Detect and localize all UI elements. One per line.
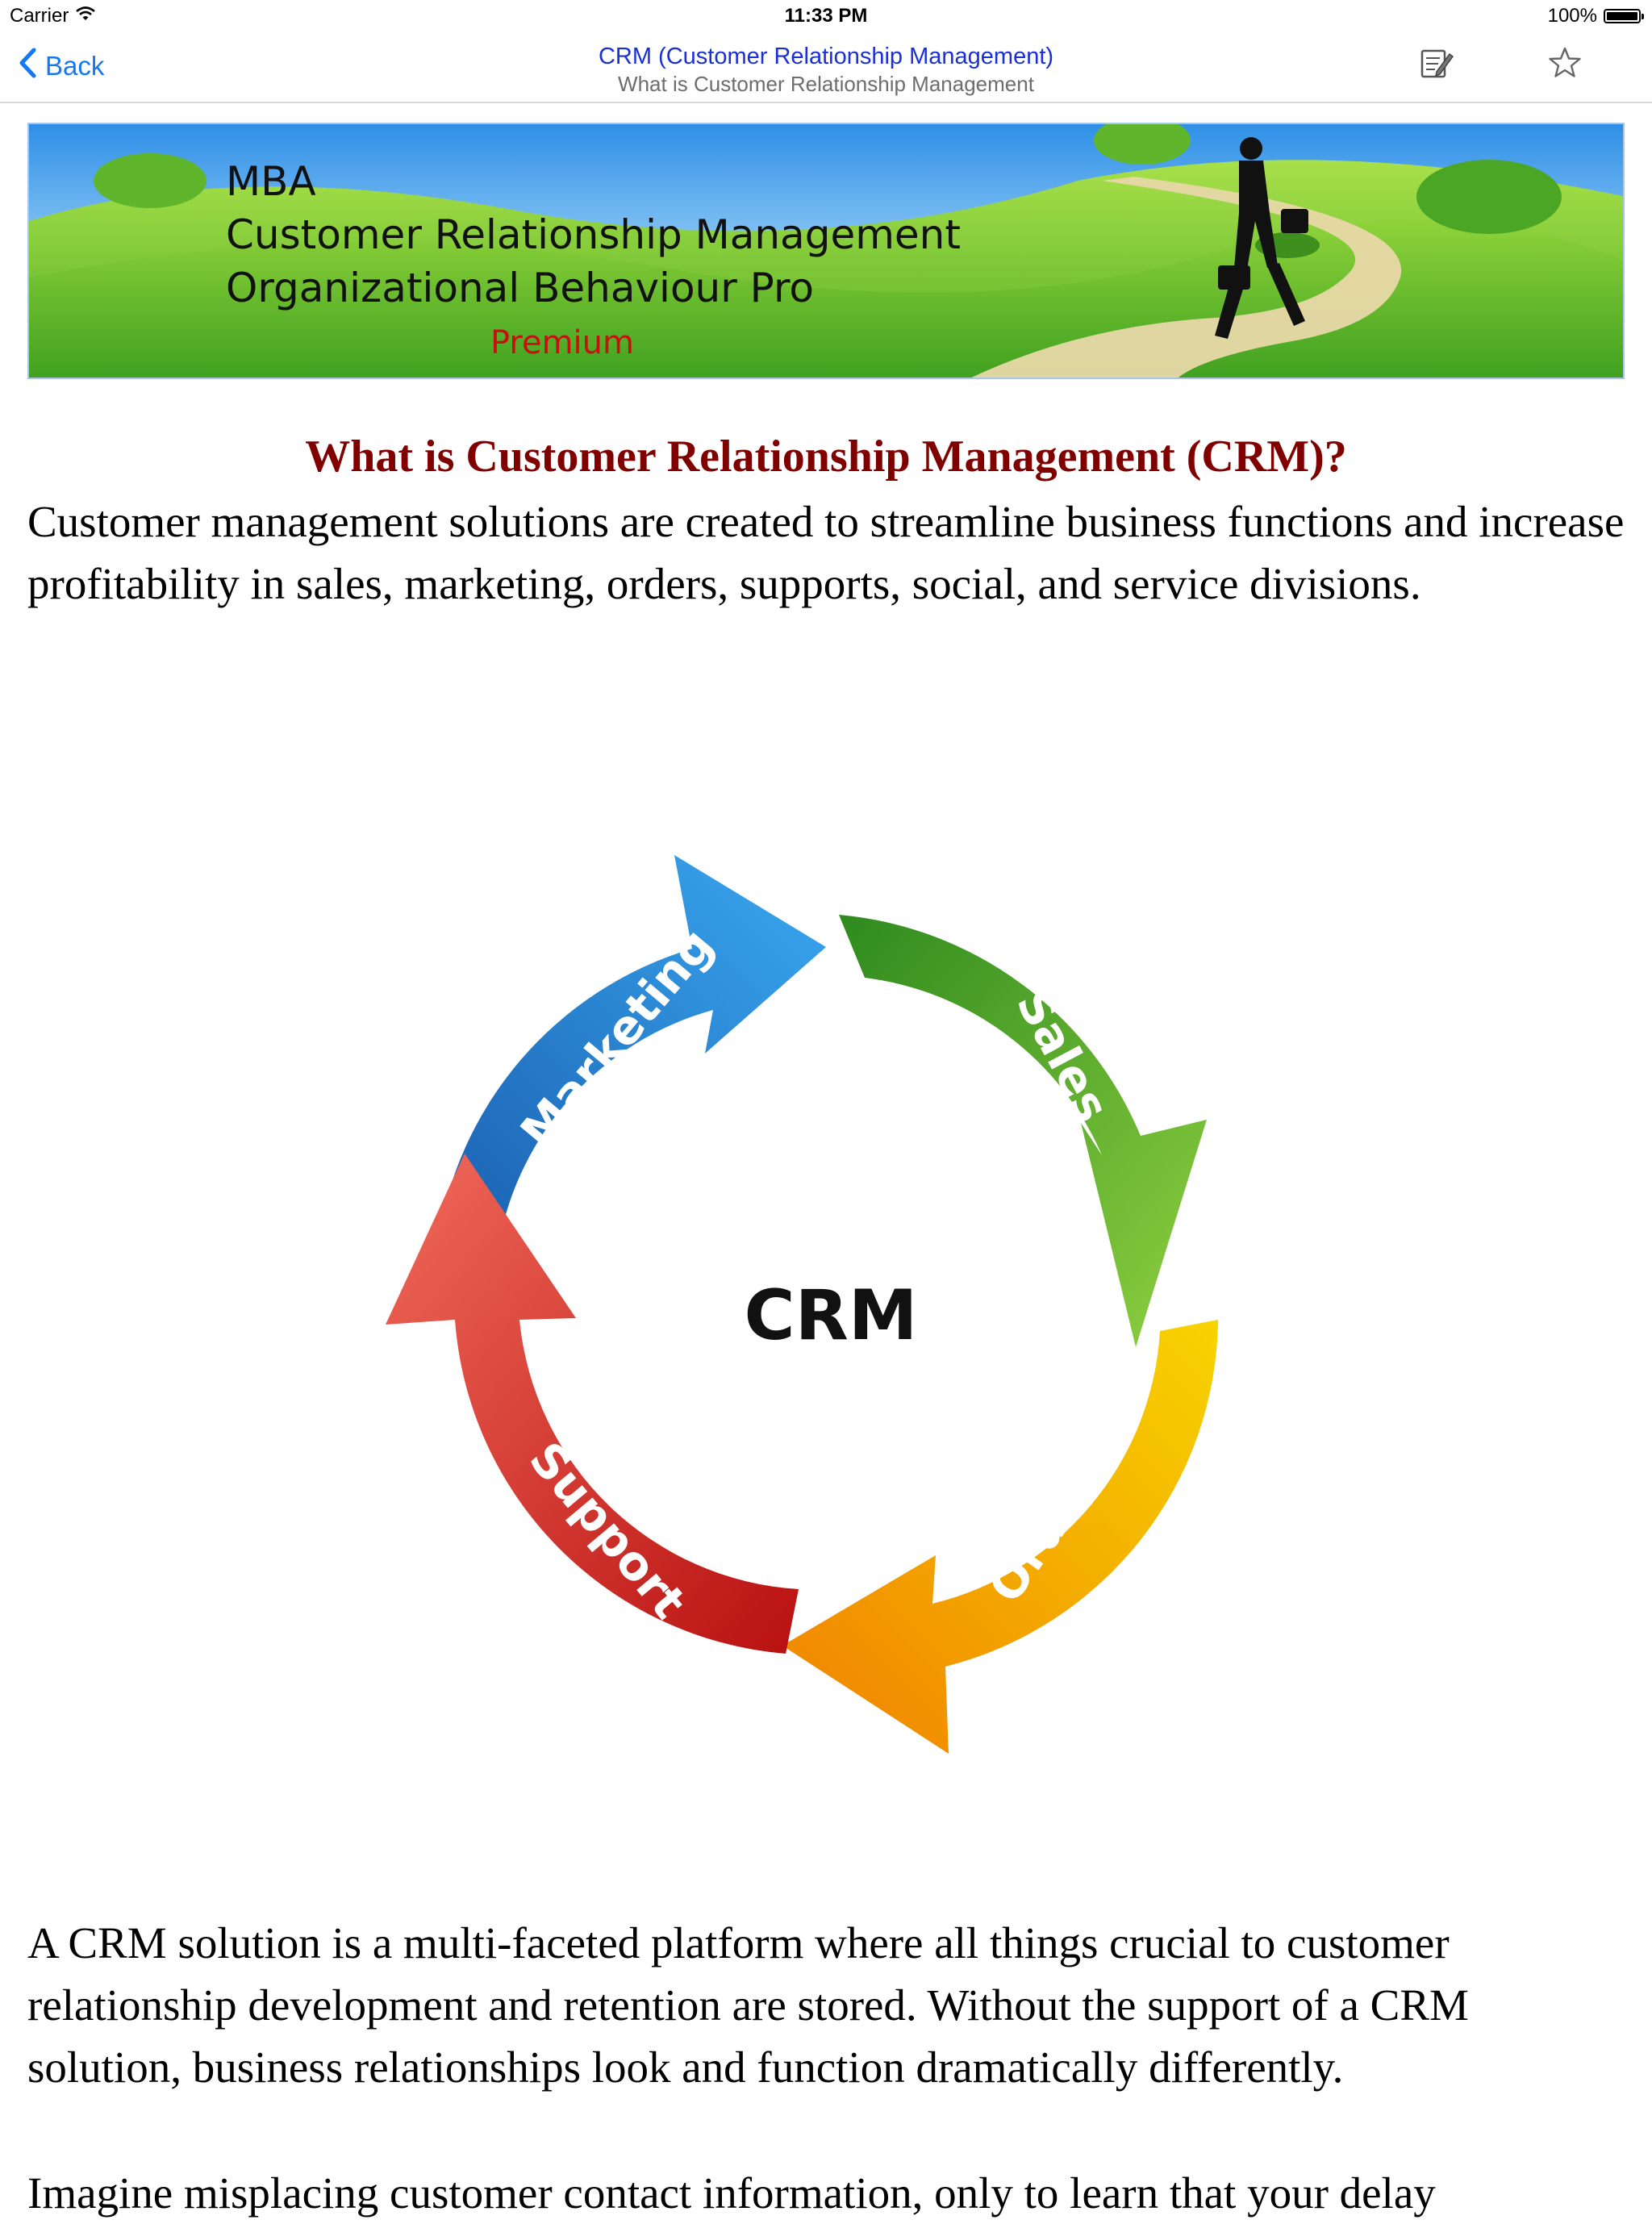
status-right: 100% [1547,5,1644,27]
article-paragraph: Customer management solutions are create… [27,497,1625,608]
note-edit-icon [1417,44,1454,86]
app-banner: MBA Customer Relationship Management Org… [27,123,1625,379]
status-time: 11:33 PM [784,5,868,27]
article-heading: What is Customer Relationship Management… [305,432,1347,482]
support-arrow [386,1154,799,1654]
marketing-arrow [437,855,826,1246]
segment-arrows [386,855,1218,1754]
battery-icon [1604,9,1644,23]
page-subtitle: What is Customer Relationship Management [618,72,1034,96]
orders-arrow [782,1320,1218,1754]
back-button[interactable]: Back [18,47,104,86]
chevron-left-icon [18,47,37,86]
page-title: CRM (Customer Relationship Management) [598,44,1054,69]
landscape-illustration [29,124,1623,378]
banner-line-ob: Organizational Behaviour Pro [226,265,815,311]
back-label: Back [45,51,105,81]
crm-cycle-diagram: CRM Marketing Sales Orders Support [355,831,1323,1783]
article-paragraph: Imagine misplacing customer contact info… [27,2168,1436,2218]
carrier-label: Carrier [10,5,69,27]
sales-arrow [839,915,1207,1347]
article-paragraph: A CRM solution is a multi-faceted platfo… [27,1918,1469,2092]
sales-label: Sales [1006,981,1120,1131]
favorite-button[interactable] [1541,40,1589,89]
banner-premium-label: Premium [490,324,634,361]
battery-percent: 100% [1547,5,1597,27]
notes-button[interactable] [1412,40,1460,89]
crm-center-label: CRM [745,1275,918,1356]
star-icon [1547,45,1583,85]
status-bar: Carrier 11:33 PM 100% [0,0,1652,32]
banner-text: MBA Customer Relationship Management Org… [226,155,961,315]
status-left: Carrier [10,5,96,27]
nav-titles: CRM (Customer Relationship Management) W… [0,42,1652,97]
wifi-icon [75,5,96,27]
banner-line-crm: Customer Relationship Management [226,211,961,258]
navigation-bar: Back CRM (Customer Relationship Manageme… [0,32,1652,103]
banner-line-mba: MBA [226,158,316,205]
